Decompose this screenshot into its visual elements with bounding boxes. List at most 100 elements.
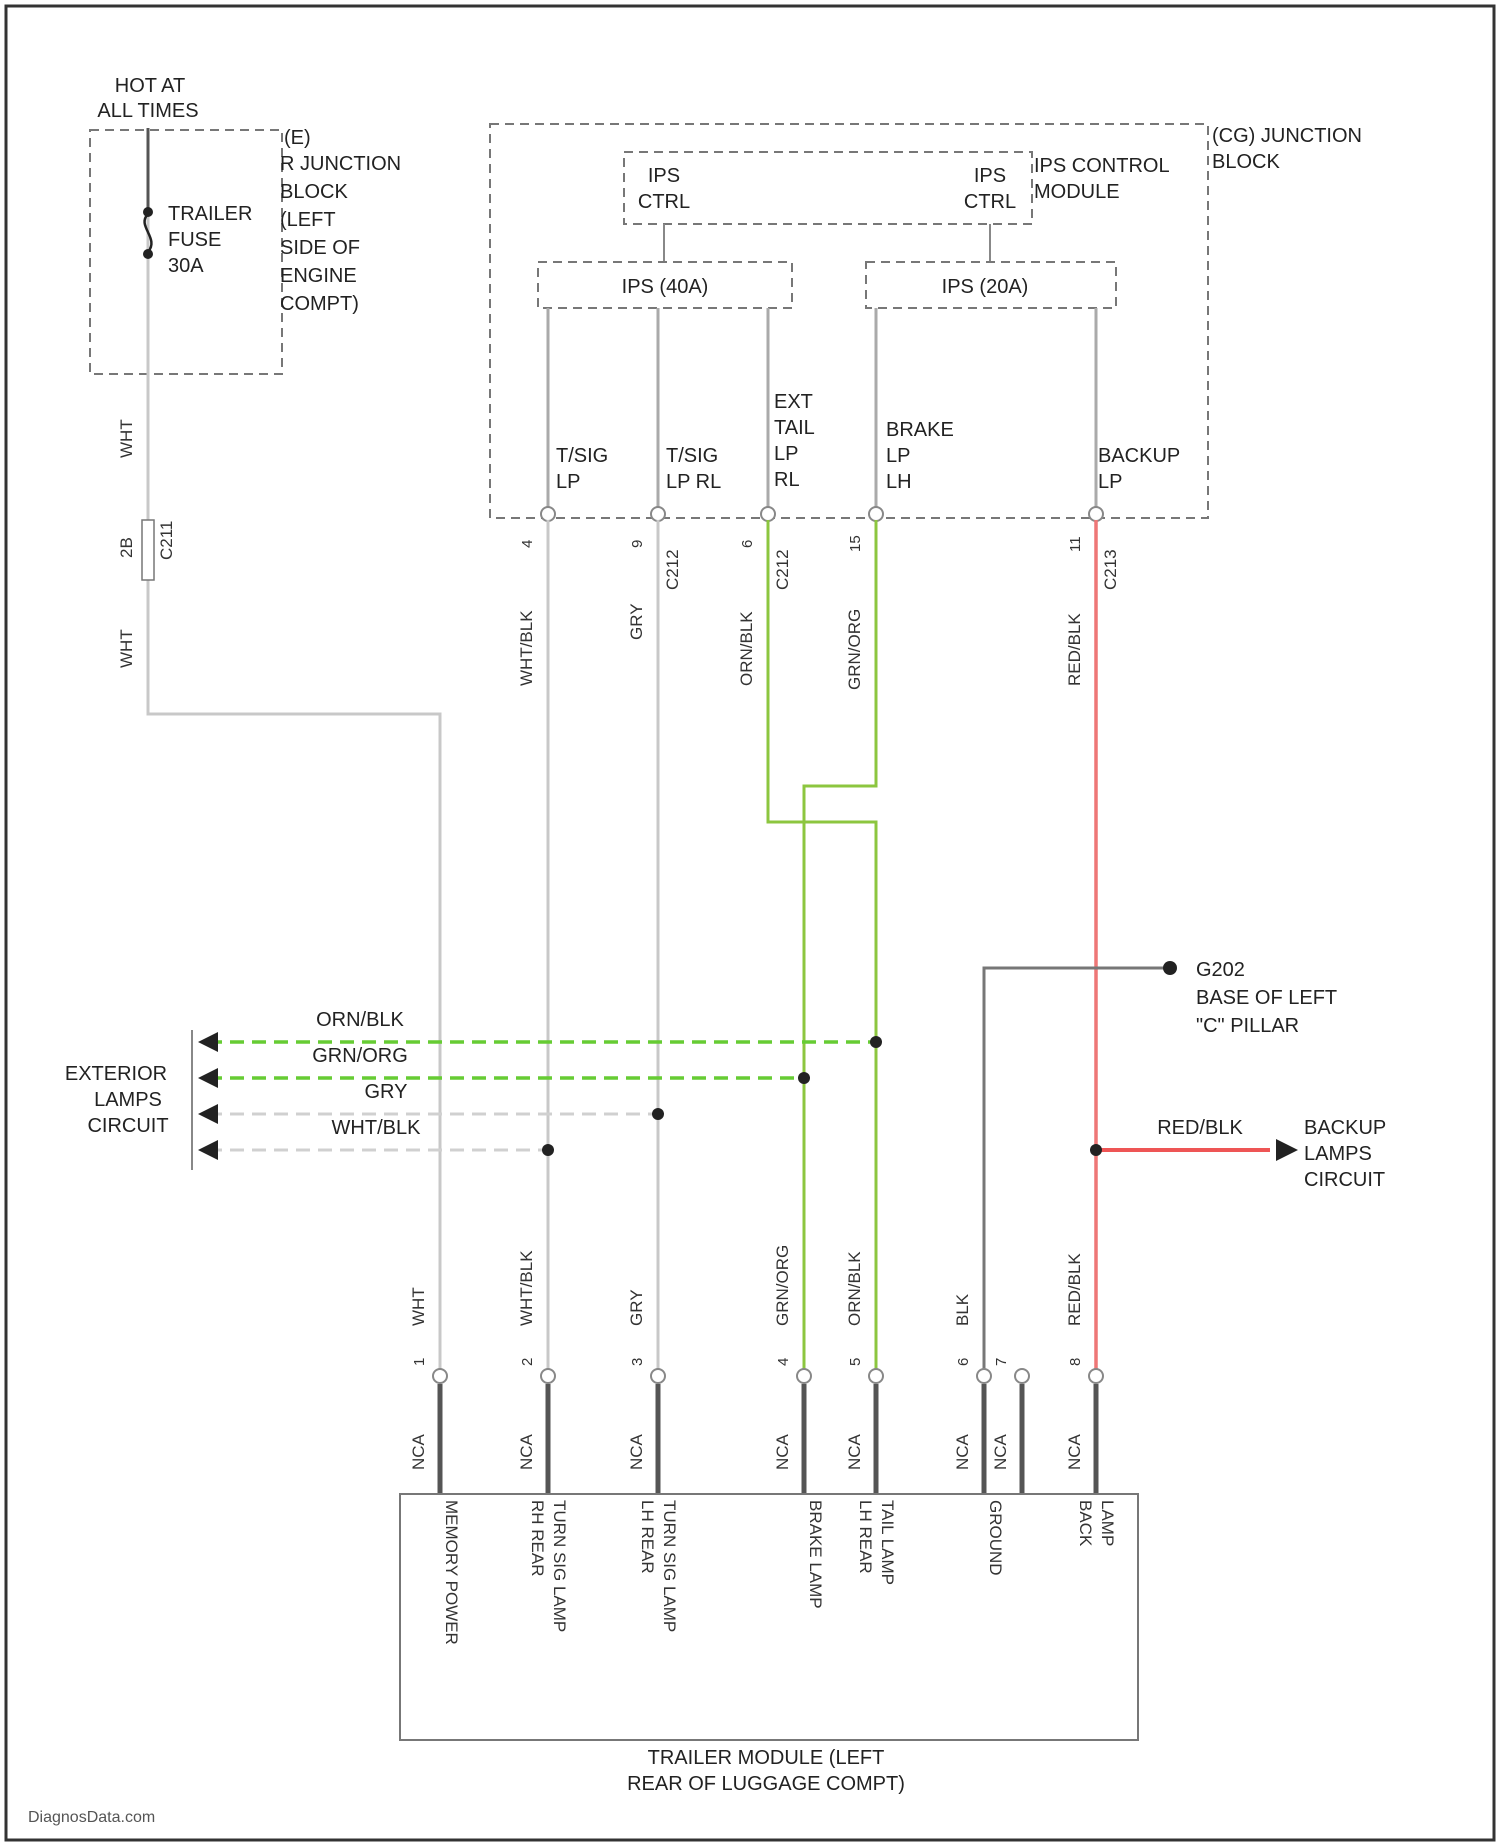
arrow-whtblk-icon: [198, 1140, 218, 1160]
hot-at-all-times-line1: HOT AT: [115, 75, 185, 97]
ips40-label: IPS (40A): [622, 276, 709, 298]
fuse-conn-id: C211: [157, 521, 176, 560]
wire-color-gry-lower: GRY: [627, 1289, 646, 1326]
junction-block-label-4: (LEFT: [280, 209, 336, 231]
svg-text:NCA: NCA: [953, 1433, 972, 1470]
wire-color-whtblk-upper: WHT/BLK: [517, 610, 536, 686]
ground-g202-icon: [1163, 961, 1177, 975]
ips-control-module-label-2: MODULE: [1034, 181, 1120, 203]
exterior-label-2: LAMPS: [94, 1089, 162, 1111]
module-label-lh-rear-turn-2: TURN SIG LAMP: [660, 1500, 679, 1632]
module-label-back-lamp-1: BACK: [1076, 1500, 1095, 1547]
wire-color-redblk-upper: RED/BLK: [1065, 613, 1084, 686]
backup-wire-color: RED/BLK: [1157, 1117, 1243, 1139]
junction-block-label-7: COMPT): [280, 293, 359, 315]
module-pin-8: 8 NCA: [1065, 1358, 1103, 1494]
wire-color-gry-upper: GRY: [627, 603, 646, 640]
junction-block-label-6: ENGINE: [280, 265, 357, 287]
svg-text:4: 4: [775, 1358, 792, 1366]
module-pin-4: 4 NCA: [773, 1358, 811, 1494]
cg-junction-block-title-1: (CG) JUNCTION: [1212, 125, 1362, 147]
outer-frame: [6, 6, 1494, 1840]
fuse-label-2: FUSE: [168, 229, 221, 251]
trailer-module-box: [400, 1494, 1138, 1740]
svg-text:7: 7: [993, 1358, 1010, 1366]
fuse-label-3: 30A: [168, 255, 204, 277]
junction-block-label-2: R JUNCTION: [280, 153, 401, 175]
svg-text:2: 2: [519, 1358, 536, 1366]
wire-color-grnorg-upper: GRN/ORG: [845, 609, 864, 690]
module-label-back-lamp-2: LAMP: [1098, 1500, 1117, 1546]
module-label-brake-lamp: BRAKE LAMP: [806, 1500, 825, 1609]
exterior-label-1: EXTERIOR: [65, 1063, 167, 1085]
ground-location-1: BASE OF LEFT: [1196, 987, 1337, 1009]
module-label-ground: GROUND: [986, 1500, 1005, 1576]
ips-control-module-label-1: IPS CONTROL: [1034, 155, 1170, 177]
svg-text:3: 3: [629, 1358, 646, 1366]
splice-gry: [652, 1108, 664, 1120]
out1-label-1: T/SIG: [556, 445, 608, 467]
ips-ctrl-right-2: CTRL: [964, 191, 1016, 213]
backup-label-1: BACKUP: [1304, 1117, 1386, 1139]
out3-label-2: TAIL: [774, 417, 815, 439]
svg-text:6: 6: [955, 1358, 972, 1366]
junction-pin-6: 6: [739, 507, 775, 548]
svg-text:5: 5: [847, 1358, 864, 1366]
fuse-terminal-bottom: [143, 249, 153, 259]
junction-pin-15: 15: [847, 507, 883, 552]
svg-text:1: 1: [411, 1358, 428, 1366]
ips-ctrl-left-1: IPS: [648, 165, 680, 187]
out3-label-3: LP: [774, 443, 798, 465]
out5-label-1: BACKUP: [1098, 445, 1180, 467]
backup-label-2: LAMPS: [1304, 1143, 1372, 1165]
trailer-module-title-1: TRAILER MODULE (LEFT: [648, 1747, 885, 1769]
fuse-conn-pin: 2B: [117, 537, 136, 558]
svg-text:NCA: NCA: [409, 1433, 428, 1470]
exterior-wire-gry: GRY: [365, 1081, 408, 1103]
out3-label-1: EXT: [774, 391, 813, 413]
module-label-lh-rear-tail-2: TAIL LAMP: [878, 1500, 897, 1585]
junction-block-label-5: SIDE OF: [280, 237, 360, 259]
ips20-label: IPS (20A): [942, 276, 1029, 298]
svg-text:NCA: NCA: [991, 1433, 1010, 1470]
module-pin-1: 1 NCA: [409, 1358, 447, 1494]
splice-grnorg: [798, 1072, 810, 1084]
splice-redblk: [1090, 1144, 1102, 1156]
ips-ctrl-left-2: CTRL: [638, 191, 690, 213]
splice-ornblk: [870, 1036, 882, 1048]
junction-pin-4: 4: [519, 507, 555, 548]
out4-label-1: BRAKE: [886, 419, 954, 441]
ground-id: G202: [1196, 959, 1245, 981]
wire-color-grnorg-lower: GRN/ORG: [773, 1245, 792, 1326]
wire-color-ornblk-lower: ORN/BLK: [845, 1251, 864, 1326]
arrow-grnorg-icon: [198, 1068, 218, 1088]
svg-text:8: 8: [1067, 1358, 1084, 1366]
module-pin-3: 3 NCA: [627, 1358, 665, 1494]
exterior-wire-grnorg: GRN/ORG: [312, 1045, 408, 1067]
exterior-label-3: CIRCUIT: [87, 1115, 168, 1137]
junction-block-label-1: (E): [284, 127, 311, 149]
ips-control-module-box: [624, 152, 1032, 224]
junction-conn-c212-b: C212: [773, 549, 792, 590]
grnorg-wire: [804, 520, 876, 1380]
svg-text:4: 4: [519, 540, 536, 548]
arrow-ornblk-icon: [198, 1032, 218, 1052]
svg-text:NCA: NCA: [845, 1433, 864, 1470]
trailer-module-title-2: REAR OF LUGGAGE COMPT): [627, 1773, 905, 1795]
exterior-wire-whtblk: WHT/BLK: [332, 1117, 422, 1139]
module-pin-6: 6 NCA: [953, 1358, 991, 1494]
wire-color-ornblk-upper: ORN/BLK: [737, 611, 756, 686]
module-label-lh-rear-tail-1: LH REAR: [856, 1500, 875, 1574]
svg-text:15: 15: [847, 535, 864, 552]
svg-text:NCA: NCA: [627, 1433, 646, 1470]
out2-label-1: T/SIG: [666, 445, 718, 467]
exterior-wire-ornblk: ORN/BLK: [316, 1009, 404, 1031]
module-pin-5: 5 NCA: [845, 1358, 883, 1494]
module-label-lh-rear-turn-1: LH REAR: [638, 1500, 657, 1574]
module-label-memory-power: MEMORY POWER: [442, 1500, 461, 1645]
hot-at-all-times-line2: ALL TIMES: [97, 100, 198, 122]
out5-label-2: LP: [1098, 471, 1122, 493]
module-pin-7: 7 NCA: [991, 1358, 1029, 1494]
svg-text:NCA: NCA: [773, 1433, 792, 1470]
